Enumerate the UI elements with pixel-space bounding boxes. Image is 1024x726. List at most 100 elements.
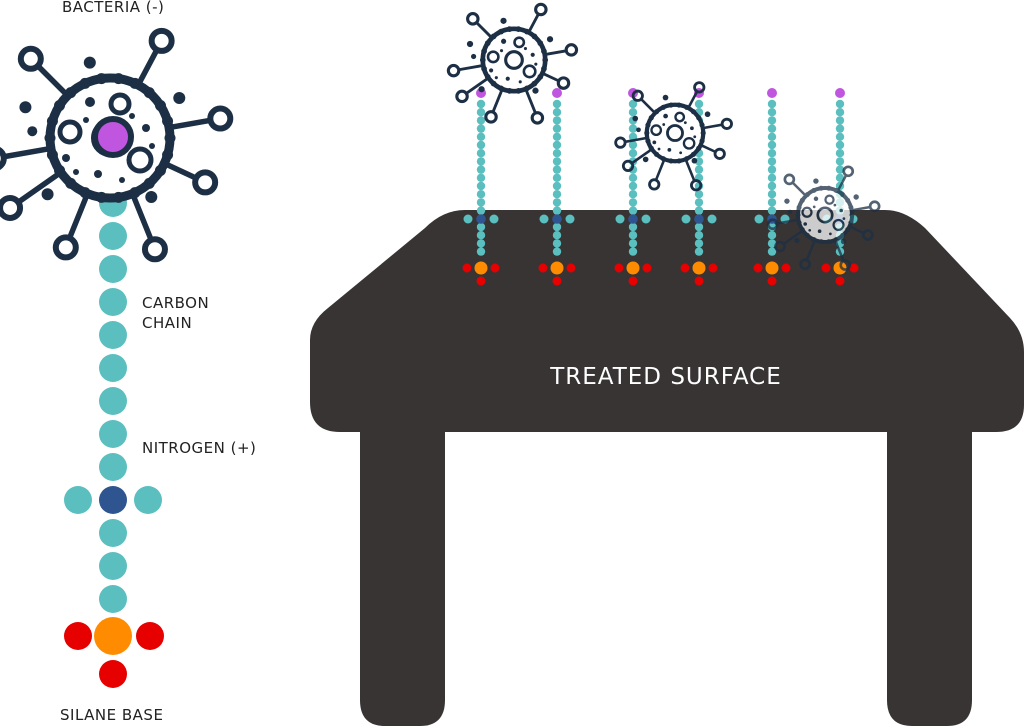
- oxygen-atom: [781, 263, 791, 273]
- bacterium-membrane-bump: [840, 192, 846, 198]
- oxygen-atom: [694, 276, 704, 286]
- carbon-atom: [99, 321, 127, 349]
- oxygen-atom: [136, 622, 164, 650]
- bacterium-organelle: [674, 111, 686, 123]
- carbon-atom: [552, 247, 562, 256]
- bacterium-spike: [0, 145, 54, 160]
- bacterium-spike: [623, 136, 649, 144]
- bacterium-membrane-bump: [811, 187, 817, 193]
- bacterium-membrane-bump: [506, 26, 513, 32]
- carbon-atom: [552, 198, 562, 207]
- bacterium-membrane-bump: [65, 177, 77, 189]
- bacterium-spike-ring: [0, 147, 7, 170]
- bacterium-spike: [782, 229, 805, 246]
- bacterium-spike-ring: [842, 165, 855, 178]
- bacterium-membrane-bump: [660, 104, 666, 110]
- carbon-atom: [628, 181, 638, 191]
- carbon-atom: [694, 190, 704, 199]
- bacterium-membrane-bump: [542, 57, 549, 63]
- oxygen-atom: [64, 622, 92, 650]
- oxygen-atom: [642, 263, 652, 273]
- bacterium-organelle: [486, 50, 500, 64]
- bacterium-small: [614, 81, 733, 192]
- bacterium-spike-dot: [173, 92, 186, 104]
- carbon-atom: [628, 108, 638, 117]
- carbon-atom: [476, 231, 486, 240]
- bacterium-spike-dot: [840, 238, 847, 245]
- bacterium-dot: [839, 208, 843, 213]
- surface-molecule: [538, 88, 576, 286]
- bacterium-spike-ring: [648, 178, 661, 191]
- bacterium-membrane-bump: [699, 122, 705, 128]
- bacterium-membrane-bump: [648, 115, 654, 121]
- head-group-atom: [767, 88, 777, 98]
- bacterium-membrane-bump: [481, 48, 487, 55]
- carbon-atom: [835, 116, 845, 125]
- carbon-atom: [552, 157, 562, 166]
- bacterium-membrane-bump: [524, 28, 530, 35]
- bacterium-spike: [791, 181, 808, 198]
- carbon-atom: [552, 190, 562, 199]
- bacterium-spike-ring: [614, 136, 627, 149]
- bacterium-spike-dot: [794, 237, 800, 243]
- carbon-atom: [835, 140, 845, 150]
- oxygen-atom: [462, 263, 472, 273]
- bacterium-dot: [657, 147, 661, 151]
- bacterium-spike-dot: [704, 111, 711, 118]
- bacterium-spike: [850, 205, 872, 212]
- bacterium-membrane-bump: [799, 197, 805, 203]
- bacterium-membrane-bump: [79, 187, 91, 199]
- oxygen-atom: [490, 263, 500, 273]
- bacterium-nucleus: [816, 206, 834, 224]
- carbon-atom: [476, 140, 486, 150]
- bacterium-dot: [505, 76, 510, 81]
- carbon-atom: [99, 354, 127, 382]
- bacterium-dot: [829, 232, 832, 236]
- bacterium-membrane-bump: [676, 158, 682, 164]
- bacterium-membrane-bump: [818, 239, 824, 245]
- carbon-atom: [64, 486, 92, 514]
- surface-bacteria: [446, 2, 881, 271]
- carbon-atom: [767, 231, 777, 240]
- nitrogen-atom: [476, 214, 486, 224]
- bacterium-membrane-bump: [44, 132, 56, 144]
- carbon-atom: [628, 190, 638, 199]
- carbon-atom: [99, 552, 127, 580]
- bacterium-spike-ring: [52, 234, 79, 261]
- carbon-atom: [476, 124, 486, 133]
- bacterium-spike: [527, 12, 540, 34]
- carbon-atom: [552, 206, 562, 215]
- carbon-atom: [767, 140, 777, 150]
- carbon-atom: [694, 206, 704, 215]
- carbon-atom: [694, 99, 704, 109]
- carbon-atom: [835, 132, 845, 141]
- carbon-atom: [552, 99, 562, 109]
- carbon-atom: [552, 181, 562, 191]
- bacterium-membrane-bump: [700, 130, 706, 136]
- bacterium-membrane-bump: [676, 102, 682, 108]
- bacterium-membrane-bump: [690, 151, 697, 157]
- bacterium-dot: [817, 229, 822, 233]
- bacterium-spike-ring: [799, 258, 811, 271]
- bacterium-dot: [693, 135, 697, 139]
- carbon-atom: [767, 198, 777, 207]
- bacterium-nucleus: [504, 50, 524, 70]
- oxygen-atom: [614, 263, 624, 273]
- bacterium-membrane-bump: [845, 197, 851, 203]
- carbon-atom: [552, 108, 562, 117]
- bacterium-dot: [83, 117, 89, 123]
- bacterium-dot: [652, 140, 657, 145]
- bacterium-spike-ring: [556, 76, 571, 90]
- nitrogen-atom: [694, 214, 704, 224]
- bacterium-spike: [775, 218, 800, 225]
- bacterium-membrane-bump: [537, 40, 544, 46]
- carbon-atom: [694, 198, 704, 207]
- carbon-atom: [767, 157, 777, 166]
- carbon-atom: [767, 165, 777, 174]
- bacterium-spike-dot: [470, 53, 477, 60]
- carbon-atom: [767, 239, 777, 248]
- carbon-atom: [99, 222, 127, 250]
- bacterium-spike-ring: [148, 27, 175, 54]
- bacterium-spike: [129, 190, 154, 243]
- bacterium-membrane-bump: [541, 48, 547, 55]
